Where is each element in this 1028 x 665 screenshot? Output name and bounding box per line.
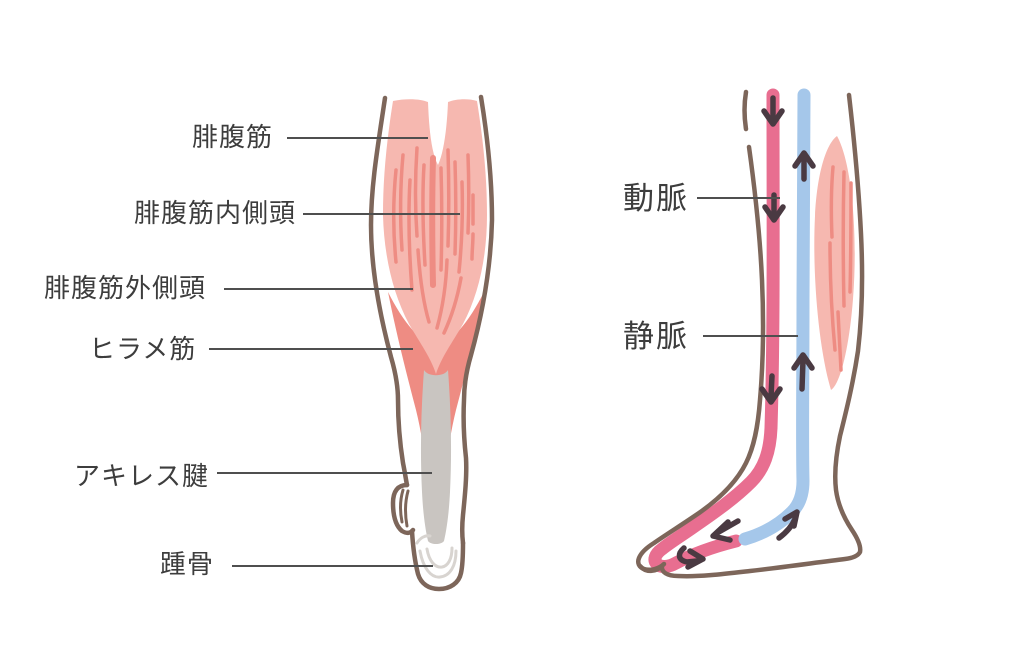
arrow-curve-up-right-icon xyxy=(782,509,800,529)
arrow-down-icon xyxy=(759,386,783,405)
arrow-down-icon xyxy=(768,373,775,400)
arrow-down-icon xyxy=(762,204,786,223)
big-toe-outline xyxy=(390,482,416,536)
arrow-down-left-icon xyxy=(710,519,733,543)
back-view-leg-illustration xyxy=(368,94,495,592)
label-artery: 動脈 xyxy=(623,181,689,217)
arrow-up-icon xyxy=(799,357,806,392)
leader-line-gastrocnemius-lateral-head xyxy=(224,288,413,290)
arrow-down-icon xyxy=(761,108,785,127)
leader-line-gastrocnemius-medial-head xyxy=(303,213,460,215)
leg-outline-back-view xyxy=(368,94,495,592)
heel-outline xyxy=(409,528,466,592)
leader-line-vein xyxy=(703,335,798,337)
leg-outline-side-view xyxy=(635,89,865,579)
calcaneus-heel-lines xyxy=(415,534,458,579)
arrow-curve-right-icon xyxy=(676,545,700,565)
side-calf-muscle-shape xyxy=(814,136,855,390)
label-gastrocnemius-lateral-head: 腓腹筋外側頭 xyxy=(44,274,207,304)
leader-line-achilles-tendon xyxy=(217,472,432,474)
label-gastrocnemius: 腓腹筋 xyxy=(192,123,274,153)
side-view-leg-illustration xyxy=(635,88,865,579)
muscle-striations xyxy=(392,146,475,335)
sole-heel-back-outline xyxy=(637,92,865,579)
side-muscle-striations xyxy=(828,165,853,372)
leader-line-soleus xyxy=(209,348,413,350)
right-outline xyxy=(460,94,495,546)
vein-flow-arrows xyxy=(776,150,816,541)
label-soleus: ヒラメ筋 xyxy=(89,335,197,365)
left-outline xyxy=(368,95,410,488)
leader-line-gastrocnemius xyxy=(287,137,428,139)
arrow-up-icon xyxy=(792,150,816,169)
artery-vessel xyxy=(648,88,780,573)
label-gastrocnemius-medial-head: 腓腹筋内側頭 xyxy=(134,199,297,229)
leader-line-calcaneus xyxy=(232,565,433,567)
label-achilles-tendon: アキレス腱 xyxy=(74,462,210,492)
shin-outline-upper xyxy=(742,89,749,132)
arrow-up-icon xyxy=(791,352,815,371)
artery-flow-arrows xyxy=(676,95,786,570)
label-calcaneus: 踵骨 xyxy=(160,550,215,580)
leader-line-artery xyxy=(697,197,780,199)
achilles-tendon-shape xyxy=(420,370,452,544)
arrow-curve-right-icon xyxy=(685,548,706,570)
label-vein: 静脈 xyxy=(623,319,689,355)
